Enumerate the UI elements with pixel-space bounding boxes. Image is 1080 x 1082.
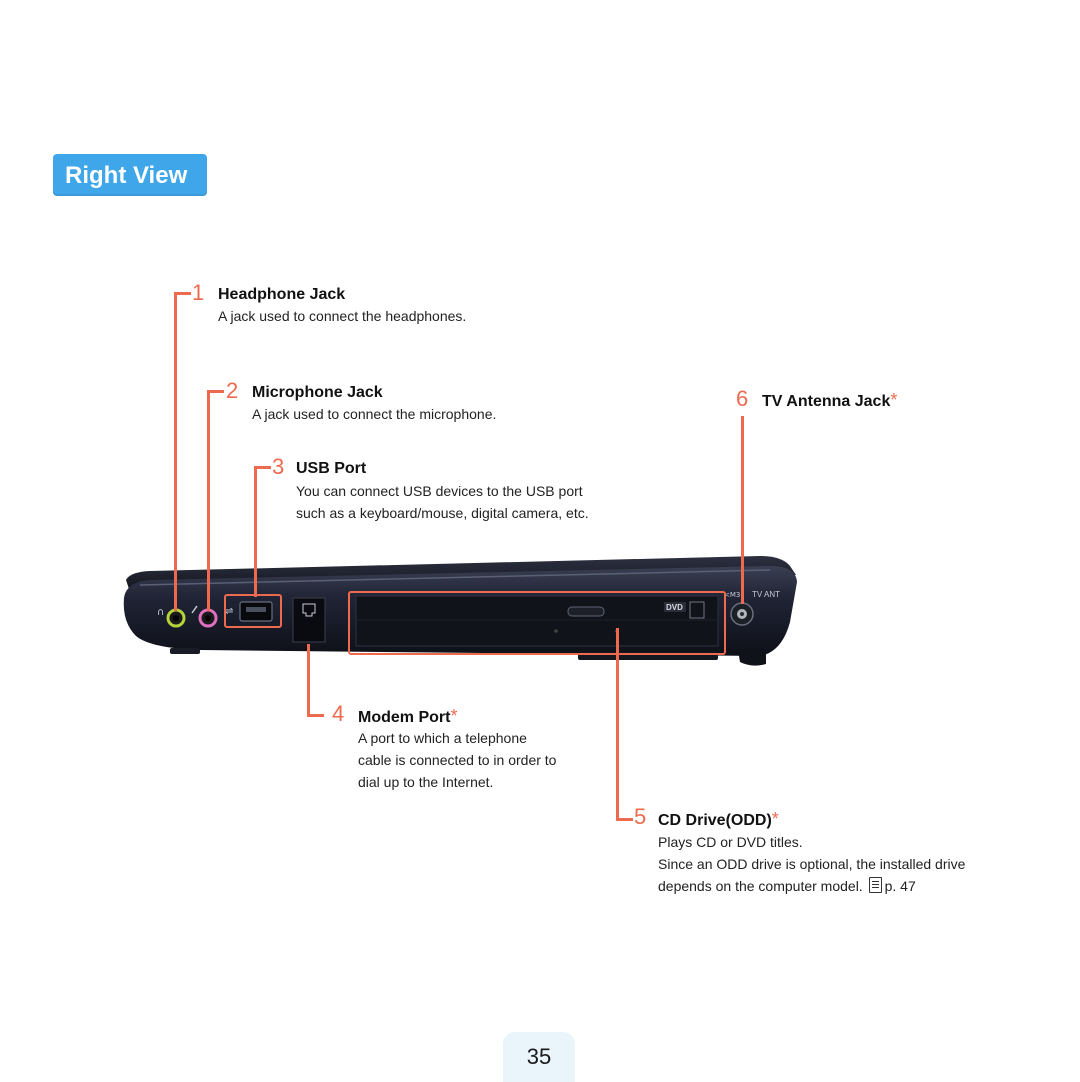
- page-reference[interactable]: p. 47: [884, 878, 916, 894]
- callout-number-3: 3: [272, 454, 285, 479]
- leader-line-2: [207, 390, 224, 611]
- page-number: 35: [526, 1044, 552, 1069]
- cd-drive-title: CD Drive(ODD): [658, 812, 772, 829]
- modem-port-title: Modem Port: [358, 709, 451, 726]
- tv-antenna-jack-title: TV Antenna Jack: [762, 393, 891, 410]
- svg-text:⇌: ⇌: [225, 606, 233, 617]
- leader-line-5: [616, 628, 633, 821]
- odd-highlight: [348, 591, 726, 655]
- optional-star: *: [450, 706, 458, 726]
- callout-title-3: USB Port: [296, 460, 366, 478]
- usb-port-title: USB Port: [296, 460, 367, 477]
- modem-port-desc-line-1: A port to which a telephone: [358, 730, 527, 746]
- microphone-jack-desc: A jack used to connect the microphone.: [252, 406, 497, 422]
- leader-line-1: [174, 292, 191, 611]
- cd-drive-desc-line-2: Since an ODD drive is optional, the inst…: [658, 856, 966, 872]
- callout-title-5: CD Drive(ODD)*: [658, 810, 779, 830]
- callout-number-4: 4: [332, 701, 345, 726]
- callout-desc-5: Plays CD or DVD titles. Since an ODD dri…: [658, 831, 965, 897]
- callout-title-4: Modem Port*: [358, 707, 457, 727]
- modem-port-desc-line-3: dial up to the Internet.: [358, 774, 494, 790]
- leader-line-4: [307, 644, 324, 717]
- headphone-jack-desc: A jack used to connect the headphones.: [218, 308, 467, 324]
- callout-title-6: TV Antenna Jack*: [762, 391, 897, 411]
- tv-ant-label: TV ANT: [752, 590, 780, 599]
- callout-number-1: 1: [192, 280, 205, 305]
- cd-drive-desc-line-3-text: depends on the computer model.: [658, 878, 863, 894]
- callout-desc-2: A jack used to connect the microphone.: [252, 403, 496, 425]
- callout-title-2: Microphone Jack: [252, 384, 383, 402]
- reference-note-icon: [868, 877, 882, 893]
- leader-line-6: [741, 416, 744, 604]
- leader-line-3: [254, 466, 271, 597]
- headphone-jack-title: Headphone Jack: [218, 286, 346, 303]
- page-number-tab: 35: [503, 1032, 575, 1082]
- usb-port-desc-line-2: such as a keyboard/mouse, digital camera…: [296, 505, 589, 521]
- section-tab: Right View: [53, 154, 207, 196]
- callout-number-5: 5: [634, 804, 647, 829]
- usb-port-desc-line-1: You can connect USB devices to the USB p…: [296, 483, 583, 499]
- cd-drive-desc-line-3: depends on the computer model. p. 47: [658, 875, 965, 897]
- optional-star: *: [771, 809, 779, 829]
- callout-desc-4: A port to which a telephone cable is con…: [358, 727, 556, 793]
- svg-text:∩: ∩: [157, 607, 164, 618]
- callout-desc-3: You can connect USB devices to the USB p…: [296, 480, 589, 524]
- callout-desc-1: A jack used to connect the headphones.: [218, 305, 466, 327]
- microphone-jack-title: Microphone Jack: [252, 384, 383, 401]
- section-title: Right View: [65, 162, 188, 189]
- optional-star: *: [890, 390, 898, 410]
- usb-port-highlight: [224, 594, 282, 628]
- modem-port-desc-line-2: cable is connected to in order to: [358, 752, 557, 768]
- callout-number-6: 6: [736, 386, 749, 411]
- callout-title-1: Headphone Jack: [218, 286, 345, 304]
- callout-number-2: 2: [226, 378, 239, 403]
- svg-text:<M3: <M3: [724, 591, 740, 599]
- cd-drive-desc-line-1: Plays CD or DVD titles.: [658, 834, 803, 850]
- dvd-logo: DVD: [666, 603, 683, 612]
